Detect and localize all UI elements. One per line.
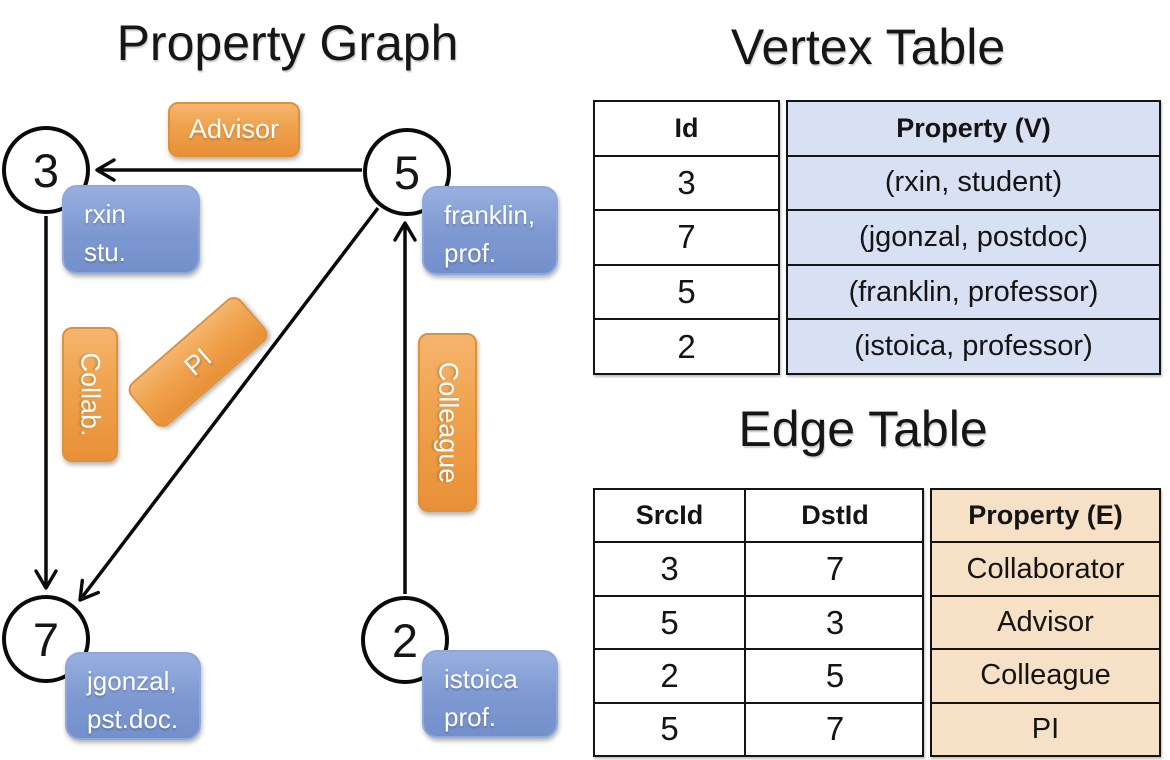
vertex-table-property-cell: (istoica, professor) [788,318,1159,373]
node-id-label: 3 [32,143,60,197]
edge-label-text: PI [178,341,218,382]
edge-table-title: Edge Table [738,401,988,457]
vertex-callout-line: istoica [444,664,518,694]
vertex-table-property-cell: (franklin, professor) [788,263,1159,319]
edge-label-collab: Collab. [62,327,118,462]
vertex-table-id-cell: 2 [595,318,778,373]
vertex-table-id-column: Id 3 7 5 2 [593,100,780,375]
vertex-callout-line: franklin, [444,200,536,230]
vertex-callout-line: stu. [84,237,126,268]
edge-table-dstid-cell: 7 [746,541,924,594]
edge-table-srcid-column: SrcId 3 5 2 5 [595,490,744,755]
vertex-table-id-cell: 7 [595,209,778,264]
vertex-table-id-cell: 3 [595,154,778,210]
vertex-callout-line: pst.doc. [87,704,179,735]
edge-table-property-cell: Advisor [932,594,1159,649]
edge-table-dstid-header: DstId [801,500,869,531]
vertex-table-property-cell: (jgonzal, postdoc) [788,209,1159,264]
edge-label-pi: PI [124,292,272,432]
vertex-callout-3: rxin stu. [62,185,200,274]
vertex-table-id-cell: 5 [595,263,778,319]
edge-label-advisor: Advisor [168,102,300,157]
vertex-callout-5: franklin, prof. [422,186,558,275]
edge-table-id-columns: SrcId 3 5 2 5 DstId 7 3 5 7 [593,488,924,757]
edge-table-dstid-column: DstId 7 3 5 7 [744,490,924,755]
vertex-table-property-column: Property (V) (rxin, student) (jgonzal, p… [786,100,1161,375]
edge-table-srcid-cell: 3 [595,541,744,594]
edge-table-property-cell: Colleague [932,648,1159,702]
edge-table-srcid-cell: 5 [595,701,744,755]
vertex-table-property-cell: (rxin, student) [788,154,1159,210]
edge-table-property-column: Property (E) Collaborator Advisor Collea… [930,488,1161,757]
vertex-callout-2: istoica prof. [422,650,558,738]
property-graph-title: Property Graph [116,15,459,71]
node-id-label: 2 [391,613,419,667]
graph-node-3: 3 [2,126,90,214]
vertex-table-id-header: Id [674,112,699,143]
edge-label-colleague: Colleague [418,333,477,512]
vertex-callout-line: prof. [444,702,497,733]
graph-node-5: 5 [363,128,451,216]
edge-table-dstid-cell: 3 [746,594,924,648]
edge-label-text: Collab. [75,352,106,437]
vertex-callout-line: rxin [84,199,126,229]
edge-label-text: Advisor [188,114,280,144]
edge-table-dstid-cell: 7 [746,701,924,755]
vertex-table-property-header: Property (V) [788,102,1159,155]
vertex-callout-line: jgonzal, [87,666,177,696]
vertex-callout-7: jgonzal, pst.doc. [65,652,201,740]
edge-table-property-cell: Collaborator [932,541,1159,595]
edge-table-dstid-cell: 5 [746,648,924,701]
vertex-table-title: Vertex Table [730,19,1006,75]
edge-table-property-header: Property (E) [932,490,1159,542]
node-id-label: 7 [32,612,60,666]
edge-table-srcid-cell: 2 [595,648,744,701]
edge-label-text: Colleague [433,361,463,484]
edge-table-srcid-cell: 5 [595,594,744,648]
vertex-callout-line: prof. [444,238,497,269]
node-id-label: 5 [393,145,421,199]
edge-table-property-cell: PI [932,701,1159,756]
edge-table-srcid-header: SrcId [635,500,704,531]
